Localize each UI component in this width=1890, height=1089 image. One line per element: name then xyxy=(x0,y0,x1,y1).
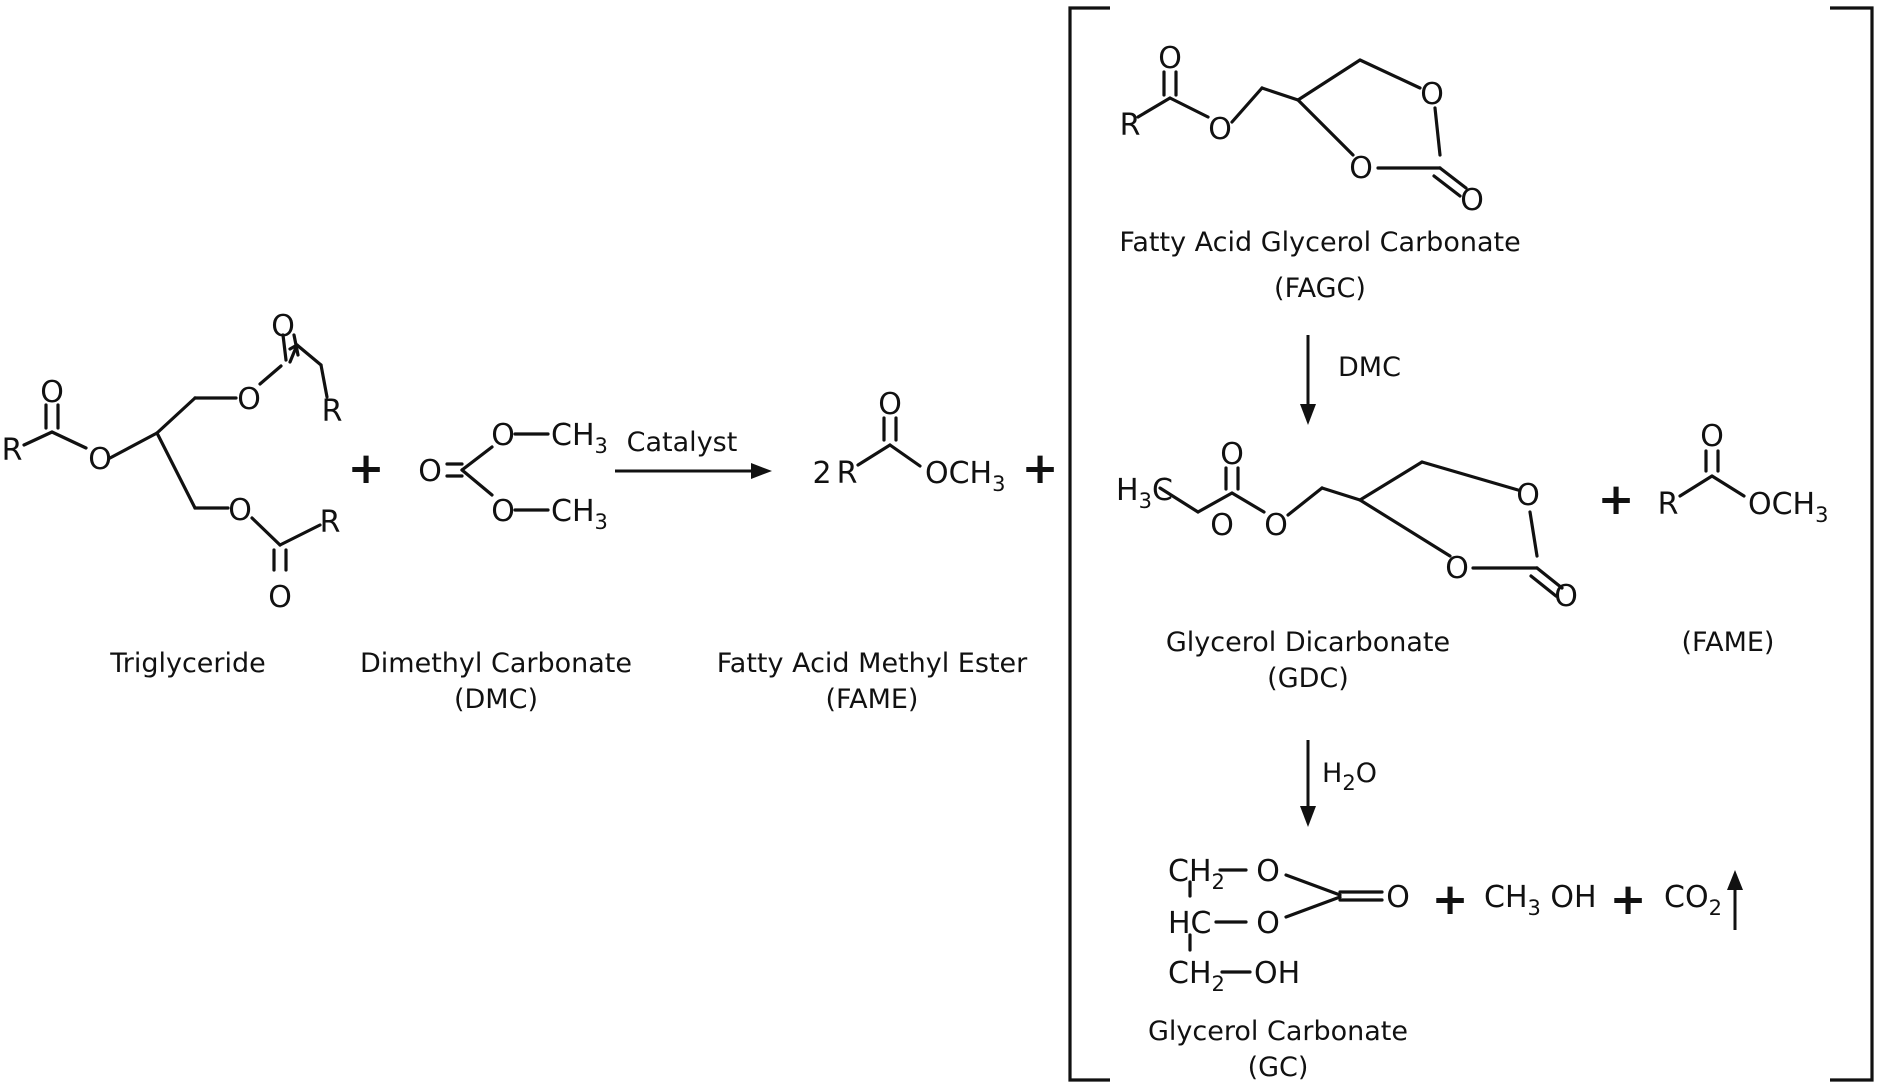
fagc-abbr: (FAGC) xyxy=(1274,273,1366,304)
left-bracket xyxy=(1068,6,1110,1082)
fame2-carbonyl-o: O xyxy=(1700,419,1724,454)
plus-sign-3: + xyxy=(1598,474,1635,525)
step1-arrow-head xyxy=(1300,404,1316,425)
gc-ch2-bottom: CH2 xyxy=(1168,956,1225,996)
fame-coefficient: 2 xyxy=(812,456,831,491)
tg-bottom-ester-o: O xyxy=(228,493,252,528)
fame-och3: OCH3 xyxy=(925,456,1006,496)
dmc-carbonyl-o: O xyxy=(418,454,442,489)
gc-ch2-top: CH2 xyxy=(1168,854,1225,894)
fame-pathway-structure xyxy=(1678,449,1746,498)
plus-sign-4: + xyxy=(1432,874,1469,925)
right-bracket xyxy=(1830,6,1874,1082)
gas-evolution-arrow-head xyxy=(1727,870,1743,890)
tg-top-ester-o: O xyxy=(237,382,261,417)
fame2-och3: OCH3 xyxy=(1748,487,1829,527)
plus-sign-2: + xyxy=(1022,443,1059,494)
gc-structure xyxy=(1188,868,1384,974)
fagc-structure xyxy=(1136,58,1468,198)
triglyceride-structure xyxy=(22,333,329,572)
gdc-structure xyxy=(1158,460,1564,598)
plus-sign-5: + xyxy=(1610,874,1647,925)
gc-exo-o: O xyxy=(1386,880,1410,915)
gdc-exo-o: O xyxy=(1554,579,1578,614)
tg-middle-carbonyl-o: O xyxy=(40,375,64,410)
fame2-abbr: (FAME) xyxy=(1682,627,1775,658)
fagc-ring-o-bottom: O xyxy=(1349,151,1373,186)
gdc-ring-o-top: O xyxy=(1516,478,1540,513)
fagc-exo-o: O xyxy=(1460,183,1484,218)
gc-oh: OH xyxy=(1254,956,1300,991)
tg-middle-r: R xyxy=(2,433,23,468)
fame2-r: R xyxy=(1658,487,1679,522)
fagc-ester-o: O xyxy=(1208,112,1232,147)
tg-bottom-r: R xyxy=(320,505,341,540)
dmc-bottom-ch3: CH3 xyxy=(551,494,608,534)
gc-ring-o-bottom: O xyxy=(1256,906,1280,941)
tg-middle-ester-o: O xyxy=(88,442,112,477)
co2-formula: CO2 xyxy=(1664,880,1722,920)
fagc-r: R xyxy=(1120,108,1141,143)
gdc-methoxy-o: O xyxy=(1210,508,1234,543)
fame-structure xyxy=(856,416,922,468)
catalyst-label: Catalyst xyxy=(627,427,738,458)
fame-carbonyl-o: O xyxy=(878,387,902,422)
main-arrow-head xyxy=(751,463,772,479)
gc-ring-o-top: O xyxy=(1256,854,1280,889)
gdc-abbr: (GDC) xyxy=(1267,663,1349,694)
dmc-label: Dimethyl Carbonate xyxy=(360,648,632,679)
tg-top-carbonyl-o: O xyxy=(271,309,295,344)
gdc-ester-o: O xyxy=(1264,508,1288,543)
step1-reagent: DMC xyxy=(1338,352,1401,383)
fagc-label: Fatty Acid Glycerol Carbonate xyxy=(1119,227,1520,258)
step2-arrow-head xyxy=(1300,806,1316,827)
gdc-carbonyl-o: O xyxy=(1220,437,1244,472)
dmc-structure xyxy=(445,432,550,512)
gc-hc: HC xyxy=(1168,906,1212,941)
gc-label: Glycerol Carbonate xyxy=(1148,1016,1408,1047)
gdc-label: Glycerol Dicarbonate xyxy=(1166,627,1450,658)
plus-sign-1: + xyxy=(348,443,385,494)
dmc-bottom-o: O xyxy=(491,494,515,529)
gc-abbr: (GC) xyxy=(1248,1052,1309,1083)
gdc-h3c: H3C xyxy=(1116,473,1173,513)
fame-abbr: (FAME) xyxy=(826,684,919,715)
triglyceride-label: Triglyceride xyxy=(109,648,266,679)
step2-reagent: H2O xyxy=(1322,758,1377,795)
methanol-formula: CH3 OH xyxy=(1484,880,1597,920)
fagc-ring-o-top: O xyxy=(1420,77,1444,112)
dmc-top-ch3: CH3 xyxy=(551,418,608,458)
fame-r: R xyxy=(837,456,858,491)
tg-top-r: R xyxy=(322,394,343,429)
dmc-top-o: O xyxy=(491,418,515,453)
dmc-abbr: (DMC) xyxy=(454,684,538,715)
fame-label: Fatty Acid Methyl Ester xyxy=(717,648,1028,679)
fagc-carbonyl-o: O xyxy=(1158,41,1182,76)
gdc-ring-o-bottom: O xyxy=(1445,551,1469,586)
tg-bottom-carbonyl-o: O xyxy=(268,580,292,615)
